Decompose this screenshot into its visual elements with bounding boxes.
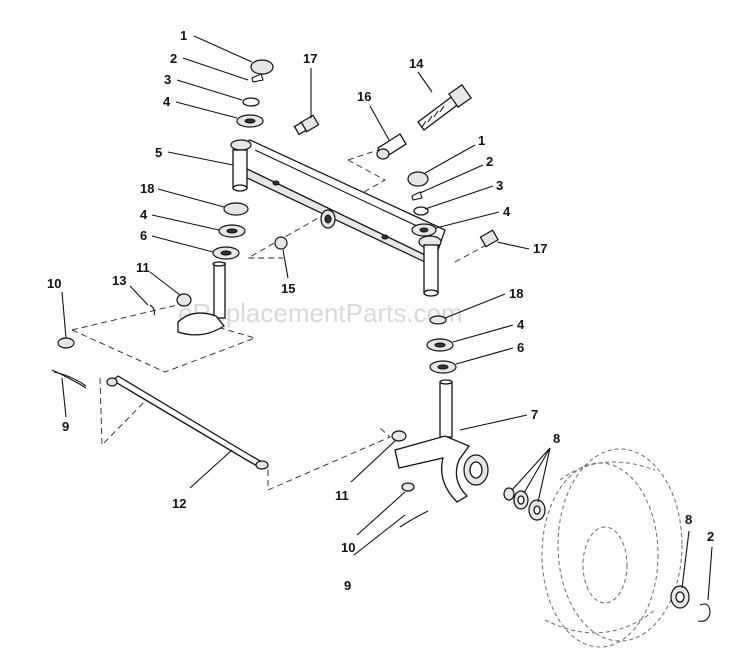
axle-beam [230, 139, 446, 297]
callout-4: 4 [140, 207, 148, 222]
callout-13: 13 [112, 273, 126, 288]
callout-18: 18 [140, 181, 154, 196]
left-spindle-parts [51, 59, 274, 389]
callout-11: 11 [335, 488, 349, 503]
callout-9: 9 [62, 419, 69, 434]
callout-10: 10 [47, 276, 61, 291]
callout-10: 10 [341, 540, 355, 555]
callout-14: 14 [409, 56, 424, 71]
callout-7: 7 [531, 407, 538, 422]
assembly-dashed-lines [71, 144, 491, 491]
callout-8: 8 [685, 512, 692, 527]
tie-rod [106, 375, 269, 470]
callout-4: 4 [517, 317, 525, 332]
callout-4: 4 [503, 204, 511, 219]
callout-4: 4 [163, 94, 171, 109]
callouts: 1 2 3 4 5 18 4 6 17 16 14 1 2 3 4 17 15 … [47, 28, 714, 593]
callout-5: 5 [155, 145, 162, 160]
callout-6: 6 [517, 340, 524, 355]
callout-17: 17 [533, 241, 547, 256]
callout-2: 2 [486, 154, 493, 169]
right-spindle-parts [391, 171, 546, 528]
callout-8: 8 [553, 431, 560, 446]
callout-1: 1 [478, 133, 485, 148]
callout-16: 16 [357, 89, 371, 104]
callout-12: 12 [172, 496, 186, 511]
callout-3: 3 [496, 178, 503, 193]
callout-17: 17 [303, 51, 317, 66]
callout-6: 6 [140, 228, 147, 243]
callout-9: 9 [344, 578, 351, 593]
callout-2: 2 [707, 529, 714, 544]
callout-15: 15 [281, 281, 295, 296]
callout-11: 11 [136, 260, 150, 275]
callout-18: 18 [509, 286, 523, 301]
callout-1: 1 [180, 28, 187, 43]
leader-lines [61, 35, 713, 601]
center-hardware [274, 84, 499, 250]
callout-2: 2 [170, 51, 177, 66]
callout-3: 3 [164, 72, 171, 87]
wheel-tire [541, 448, 711, 648]
